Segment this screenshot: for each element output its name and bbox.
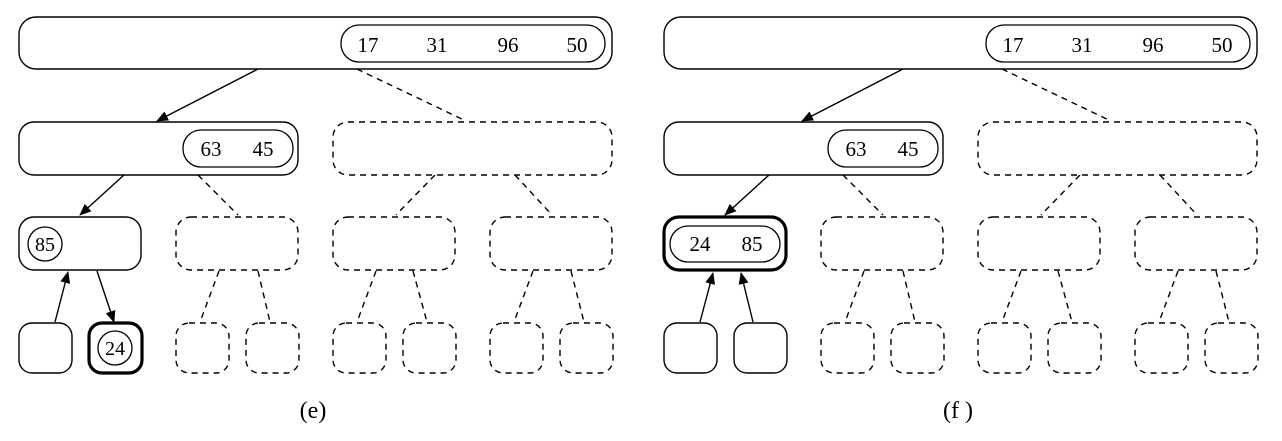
panel-f: 17 31 96 50 63 45 24 85 (f ) xyxy=(662,16,1259,424)
edge-ll-to-leaf2 xyxy=(96,270,116,323)
edge-rr-to-leaf7 xyxy=(1158,270,1179,323)
root-value: 17 xyxy=(1003,33,1024,57)
level2-node-4 xyxy=(489,216,613,271)
leaf-node-5 xyxy=(977,322,1032,374)
edge-root-to-left xyxy=(156,68,259,122)
panel-caption: (e) xyxy=(300,398,327,424)
leaf-node-1 xyxy=(18,322,73,374)
level2-buffer xyxy=(669,225,781,263)
edge-rr-to-leaf8 xyxy=(570,270,585,323)
tree-edges xyxy=(699,68,1230,323)
root-value: 31 xyxy=(1072,33,1093,57)
level2-value: 85 xyxy=(35,234,55,256)
edge-rl-to-leaf6 xyxy=(1057,270,1073,323)
level2-node-3 xyxy=(332,216,456,271)
edge-left-to-ll xyxy=(79,174,125,216)
root-buffer xyxy=(985,24,1251,63)
leaf-node-8 xyxy=(559,322,614,374)
leaf-node-3 xyxy=(820,322,875,374)
root-value: 50 xyxy=(567,33,588,57)
edge-root-to-right xyxy=(356,68,467,122)
edge-root-to-left xyxy=(801,68,904,122)
level1-value: 63 xyxy=(846,137,867,161)
edge-leaf1-to-ll xyxy=(699,272,716,323)
edge-right-to-rl xyxy=(395,174,436,216)
edge-lr-to-leaf3 xyxy=(844,270,865,323)
tree-edges xyxy=(54,68,585,323)
leaf-buffer-circle xyxy=(97,330,133,366)
leaf-node-7 xyxy=(1134,322,1189,374)
level2-node-2 xyxy=(820,216,944,271)
level1-value: 45 xyxy=(253,137,274,161)
leaf-value: 24 xyxy=(105,338,125,360)
leaf-node-4 xyxy=(245,322,300,374)
level1-right-node xyxy=(977,121,1258,176)
edge-left-to-ll xyxy=(724,174,770,216)
edge-right-to-rr xyxy=(1159,174,1198,216)
edge-root-to-right xyxy=(1001,68,1112,122)
level1-value: 63 xyxy=(201,137,222,161)
edge-lr-to-leaf3 xyxy=(199,270,220,323)
level2-node-4 xyxy=(1134,216,1258,271)
edge-rl-to-leaf5 xyxy=(1001,270,1022,323)
leaf-node-1 xyxy=(663,322,718,374)
root-value: 17 xyxy=(358,33,379,57)
level2-buffer-circle xyxy=(27,226,63,262)
leaf-node-4 xyxy=(890,322,945,374)
edge-right-to-rl xyxy=(1040,174,1081,216)
leaf-node-8 xyxy=(1204,322,1259,374)
level2-node-2 xyxy=(175,216,299,271)
edge-rr-to-leaf8 xyxy=(1215,270,1230,323)
leaf-node-7 xyxy=(489,322,544,374)
level1-value: 45 xyxy=(898,137,919,161)
edge-leaf1-to-ll xyxy=(54,271,71,323)
level2-value: 85 xyxy=(742,232,763,256)
leaf-node-6 xyxy=(402,322,457,374)
leaf-node-6 xyxy=(1047,322,1102,374)
level2-value: 24 xyxy=(690,232,712,256)
edge-rl-to-leaf5 xyxy=(356,270,377,323)
edge-right-to-rr xyxy=(514,174,553,216)
level1-right-node xyxy=(332,121,613,176)
edge-rl-to-leaf6 xyxy=(412,270,428,323)
edge-lr-to-leaf4 xyxy=(902,270,916,323)
edge-rr-to-leaf7 xyxy=(513,270,534,323)
root-buffer xyxy=(340,24,606,63)
leaf-node-3 xyxy=(175,322,230,374)
root-value: 31 xyxy=(427,33,448,57)
edge-left-to-lr xyxy=(842,174,884,216)
edge-left-to-lr xyxy=(197,174,239,216)
panel-e: 17 31 96 50 63 45 85 24 (e) xyxy=(18,16,614,424)
leaf-node-2 xyxy=(733,322,788,374)
root-value: 96 xyxy=(498,33,519,57)
level2-node-3 xyxy=(977,216,1101,271)
root-value: 50 xyxy=(1212,33,1233,57)
edge-lr-to-leaf4 xyxy=(257,270,271,323)
edge-leaf2-to-ll xyxy=(738,272,754,323)
level1-left-buffer xyxy=(827,129,939,168)
root-value: 96 xyxy=(1143,33,1164,57)
panel-caption: (f ) xyxy=(943,398,973,424)
level1-left-buffer xyxy=(182,129,294,168)
leaf-node-5 xyxy=(332,322,387,374)
